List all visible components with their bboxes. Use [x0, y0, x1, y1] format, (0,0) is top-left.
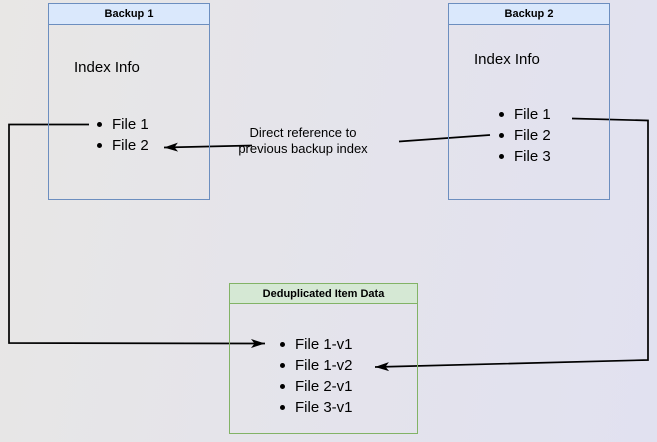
- backup2-file-label: File 3: [514, 148, 551, 165]
- edge-annotation-line1: Direct reference to: [249, 125, 357, 140]
- edge-backup2-file1-to-dedup: [374, 117, 649, 372]
- dedup-item-label: File 2-v1: [295, 378, 353, 395]
- edge-annotation-line2: previous backup index: [238, 140, 368, 156]
- bullet-icon: [97, 143, 102, 148]
- dedup-header: Deduplicated Item Data: [230, 284, 417, 304]
- backup1-file-list: File 1 File 2: [49, 114, 209, 156]
- dedup-box: Deduplicated Item Data File 1-v1 File 1-…: [229, 283, 418, 434]
- backup2-file-label: File 2: [514, 127, 551, 144]
- backup2-box: Backup 2 Index Info File 1 File 2 File 3: [448, 3, 610, 200]
- edge-backup1-file1-to-dedup: [8, 123, 266, 348]
- dedup-item-label: File 1-v2: [295, 357, 353, 374]
- edge-annotation: Direct reference to previous backup inde…: [220, 125, 386, 156]
- bullet-icon: [280, 363, 285, 368]
- bullet-icon: [499, 133, 504, 138]
- backup1-file-label: File 1: [112, 116, 149, 133]
- edge-backup1-file1-to-dedup-path: [8, 123, 266, 348]
- backup1-box: Backup 1 Index Info File 1 File 2: [48, 3, 210, 200]
- backup1-index-info-label: Index Info: [74, 59, 140, 76]
- dedup-item-label: File 3-v1: [295, 399, 353, 416]
- bullet-icon: [499, 154, 504, 159]
- backup2-file-item: File 3: [449, 146, 609, 167]
- bullet-icon: [499, 112, 504, 117]
- dedup-item-list: File 1-v1 File 1-v2 File 2-v1 File 3-v1: [230, 334, 417, 418]
- backup2-title: Backup 2: [504, 8, 554, 20]
- bullet-icon: [97, 122, 102, 127]
- dedup-item: File 1-v2: [230, 355, 417, 376]
- backup2-index-info-label: Index Info: [474, 51, 540, 68]
- dedup-title: Deduplicated Item Data: [262, 287, 385, 300]
- backup2-header: Backup 2: [449, 4, 609, 25]
- backup2-file-item: File 1: [449, 104, 609, 125]
- edge-direct-reference-left-segment: [163, 142, 253, 152]
- dedup-item: File 1-v1: [230, 334, 417, 355]
- backup2-file-item: File 2: [449, 125, 609, 146]
- bullet-icon: [280, 405, 285, 410]
- backup1-file-item: File 1: [49, 114, 209, 135]
- edge-direct-reference-right-segment: [398, 134, 491, 143]
- dedup-item-label: File 1-v1: [295, 336, 353, 353]
- bullet-icon: [280, 384, 285, 389]
- dedup-item: File 2-v1: [230, 376, 417, 397]
- backup1-header: Backup 1: [49, 4, 209, 25]
- backup1-title: Backup 1: [104, 8, 154, 20]
- backup2-file-list: File 1 File 2 File 3: [449, 104, 609, 167]
- bullet-icon: [280, 342, 285, 347]
- backup2-file-label: File 1: [514, 106, 551, 123]
- edge-direct-reference-arrow: [163, 134, 491, 152]
- backup1-file-label: File 2: [112, 137, 149, 154]
- backup1-file-item: File 2: [49, 135, 209, 156]
- dedup-item: File 3-v1: [230, 397, 417, 418]
- edge-backup2-file1-to-dedup-path: [374, 117, 649, 372]
